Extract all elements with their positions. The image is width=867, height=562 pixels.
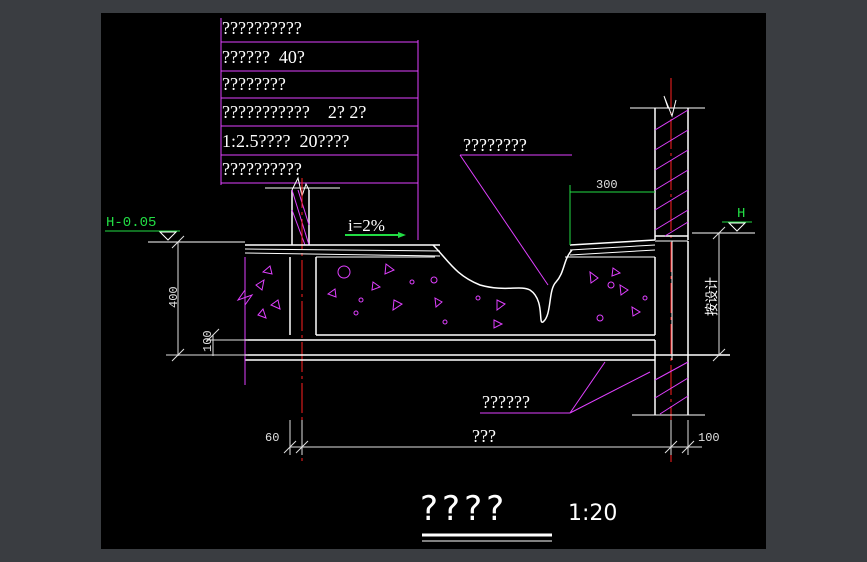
- layer-label-3: ????????: [222, 74, 286, 94]
- dimension-labels: 300 400 100 60 100: [167, 178, 720, 445]
- dim-300: 300: [596, 178, 618, 192]
- layer-label-4: ??????????? 2? 2?: [222, 102, 366, 122]
- dim-span-label: ???: [472, 426, 496, 446]
- drain-trough: [432, 244, 573, 323]
- right-wall: [630, 95, 705, 416]
- layer-label-2: ?????? 40?: [222, 47, 305, 67]
- elevation-marker-right: H: [692, 206, 755, 234]
- left-curb: [265, 176, 340, 246]
- elevation-left-label: H-0.05: [106, 215, 156, 231]
- layer-callout-block: [220, 18, 419, 240]
- callout-leaders: [236, 154, 651, 414]
- callout-top-label: ????????: [463, 135, 527, 155]
- dim-100-vertical: 100: [201, 330, 215, 352]
- layer-label-5: 1:2.5???? 20????: [222, 131, 349, 151]
- layer-labels: ?????????? ?????? 40? ???????? ?????????…: [222, 18, 366, 179]
- dimensions: [166, 185, 726, 455]
- drawing-title: ????: [420, 489, 508, 529]
- drawing-scale: 1:20: [568, 501, 617, 526]
- vertical-note: 按设计: [705, 277, 720, 316]
- dim-400: 400: [167, 286, 181, 308]
- dim-100-horizontal: 100: [698, 431, 720, 445]
- layer-label-6: ??????????: [222, 159, 302, 179]
- layer-label-1: ??????????: [222, 18, 302, 38]
- elevation-marker-left: H-0.05: [105, 215, 245, 243]
- floor-finish: [244, 239, 656, 257]
- slab-outline: [244, 256, 730, 361]
- aggregate-hatch: [255, 263, 648, 329]
- elevation-right-label: H: [737, 206, 745, 222]
- callout-bottom-label: ??????: [482, 392, 530, 412]
- slope-label: i=2%: [348, 216, 385, 235]
- dim-60: 60: [265, 431, 279, 445]
